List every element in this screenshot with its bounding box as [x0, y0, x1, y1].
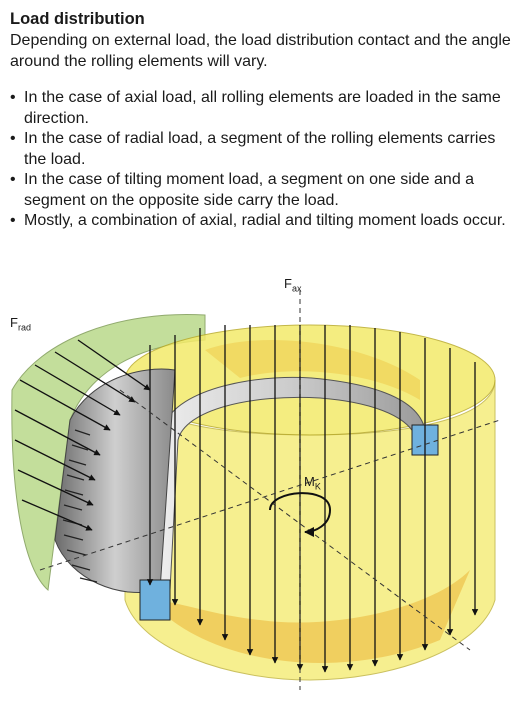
bullet-text: In the case of axial load, all rolling e…: [24, 89, 501, 127]
bullet-symbol: •: [10, 130, 16, 147]
bearing-diagram: [11, 290, 501, 690]
bullet-item: • Mostly, a combination of axial, radial …: [10, 211, 516, 232]
bullet-text: Mostly, a combination of axial, radial a…: [24, 212, 506, 229]
bullet-list: • In the case of axial load, all rolling …: [10, 88, 516, 232]
bullet-item: • In the case of axial load, all rolling …: [10, 88, 516, 129]
intro-paragraph: Depending on external load, the load dis…: [10, 32, 511, 70]
bullet-symbol: •: [10, 171, 16, 188]
bullet-item: • In the case of tilting moment load, a s…: [10, 170, 516, 211]
text-block: Load distribution Depending on external …: [10, 9, 516, 232]
bullet-symbol: •: [10, 89, 16, 106]
bullet-text: In the case of tilting moment load, a se…: [24, 171, 475, 209]
bullet-symbol: •: [10, 212, 16, 229]
section-heading: Load distribution: [10, 10, 145, 28]
radial-load-band: [11, 313, 206, 591]
bullet-item: • In the case of radial load, a segment o…: [10, 129, 516, 170]
load-distribution-figure: Fax Frad MK: [0, 270, 526, 697]
bullet-text: In the case of radial load, a segment of…: [24, 130, 496, 168]
label-axial-force: Fax: [284, 276, 302, 294]
label-radial-force: Frad: [10, 315, 31, 333]
rolling-element-left: [139, 579, 171, 621]
moment-arrow: [269, 492, 332, 537]
label-tilting-moment: MK: [304, 474, 321, 492]
